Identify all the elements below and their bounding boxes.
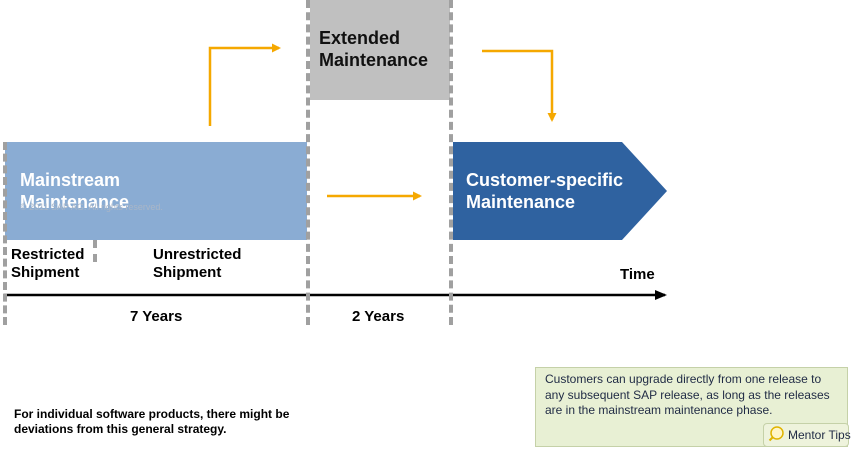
arrow-to-extended: [208, 43, 281, 126]
extended-maintenance-label: Extended Maintenance: [319, 28, 429, 70]
mentor-tips-label: Mentor Tips: [788, 428, 851, 442]
deviation-note: For individual software products, there …: [14, 407, 290, 436]
period-7-years-label: 7 Years: [130, 308, 183, 325]
mainstream-maintenance-label: Mainstream Maintenance: [20, 170, 130, 212]
mainstream-maintenance-box: [5, 142, 307, 240]
divider-extended-end: [449, 0, 453, 325]
unrestricted-shipment-label: Unrestricted Shipment: [153, 246, 242, 281]
divider-shipment: [93, 240, 97, 262]
customer-specific-shape: [453, 142, 667, 240]
mentor-tip-text: Customers can upgrade directly from one …: [545, 372, 830, 417]
customer-specific-maintenance-label: Customer-specific Maintenance: [466, 170, 624, 212]
time-axis-label: Time: [620, 266, 655, 283]
restricted-shipment-label: Restricted Shipment: [11, 246, 85, 281]
copyright-watermark: © 2011 SAP AG. All rights reserved.: [20, 202, 163, 212]
arrow-from-extended: [482, 49, 557, 122]
mentor-tips-badge[interactable]: Mentor Tips: [763, 423, 851, 447]
divider-start: [3, 142, 7, 325]
divider-mainstream-end: [306, 0, 310, 325]
mentor-tips-icon: [768, 426, 784, 442]
extended-maintenance-box: [310, 0, 450, 100]
period-2-years-label: 2 Years: [352, 308, 405, 325]
